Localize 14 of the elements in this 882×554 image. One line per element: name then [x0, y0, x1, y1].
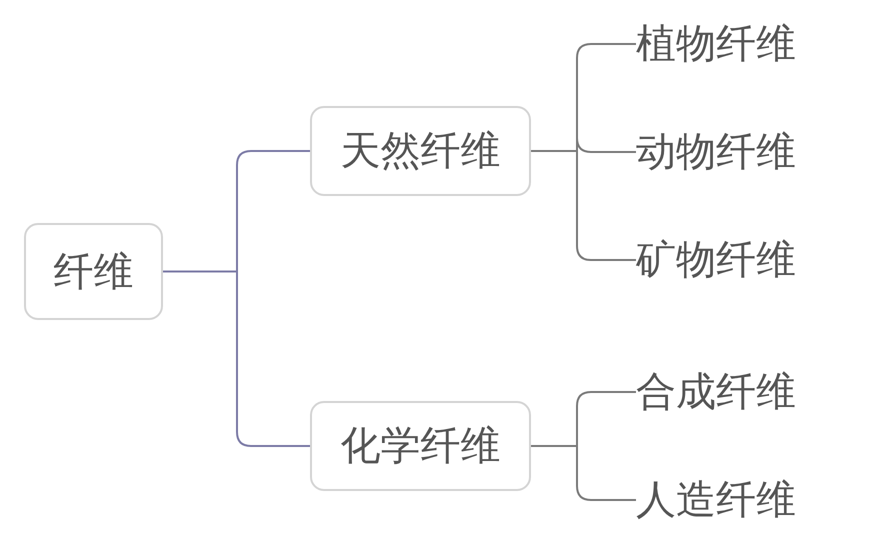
- subtopic-label: 动物纤维: [636, 127, 796, 177]
- connector-line: [531, 445, 636, 501]
- topic-label: 化学纤维: [340, 422, 500, 470]
- topic-label: 天然纤维: [340, 127, 500, 175]
- subtopic-label: 植物纤维: [636, 19, 796, 69]
- topic-box: [310, 106, 531, 196]
- topic-box: [24, 223, 163, 320]
- subtopic-label: 合成纤维: [636, 367, 796, 417]
- topic-label: 纤维: [54, 248, 134, 296]
- subtopic-label: 人造纤维: [636, 475, 796, 525]
- subtopic-label: 矿物纤维: [636, 235, 796, 285]
- topic-box: [310, 401, 531, 491]
- connector-line: [163, 270, 310, 447]
- connector-line: [531, 150, 636, 261]
